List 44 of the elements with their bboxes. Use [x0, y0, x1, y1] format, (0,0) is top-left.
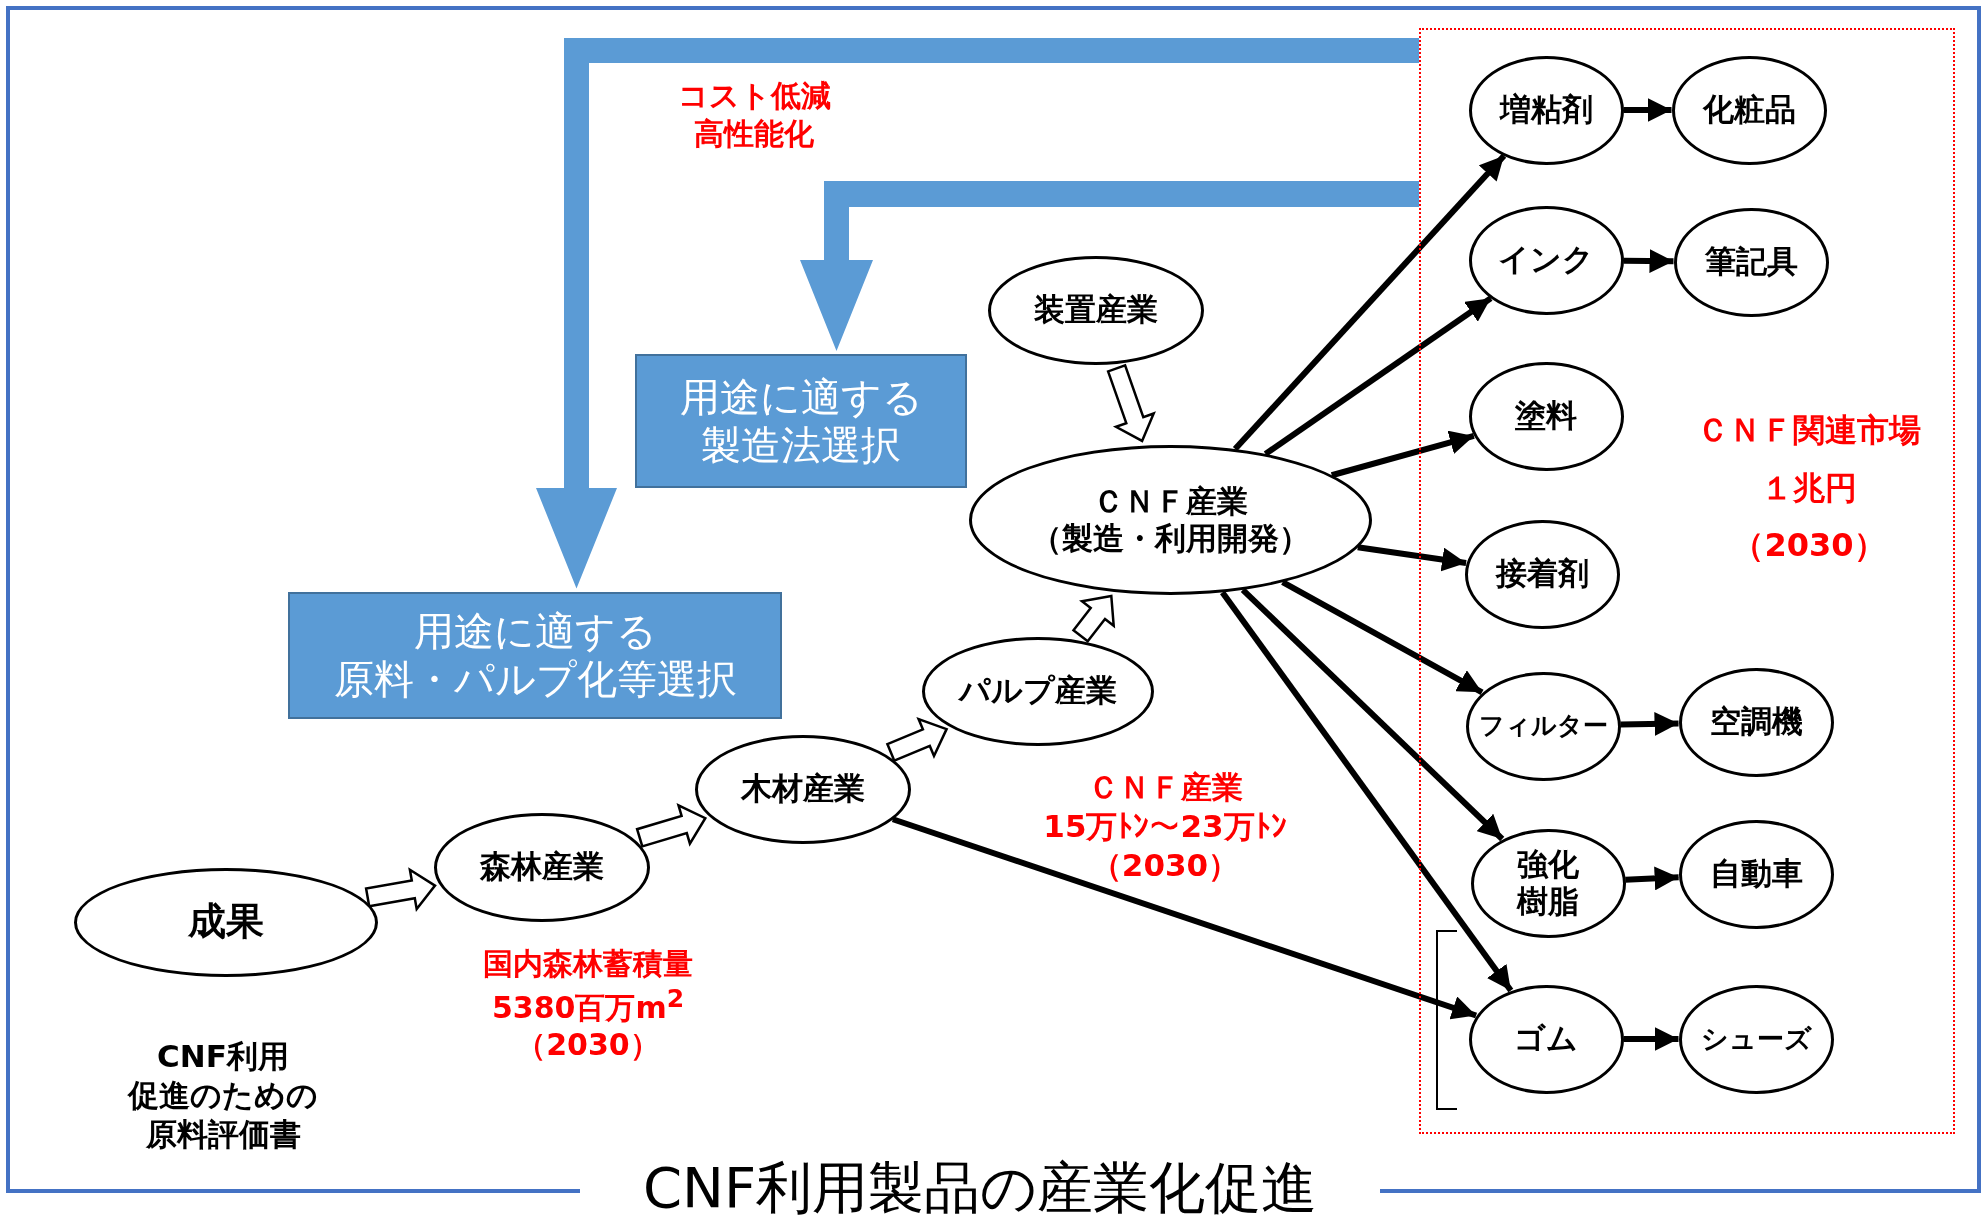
industry-ellipse: ＣＮＦ産業（製造・利用開発） [968, 445, 1372, 595]
arrow [1623, 249, 1674, 273]
arrow [1240, 587, 1505, 842]
industry-ellipse: ゴム [1468, 984, 1624, 1094]
industry-ellipse: 筆記具 [1673, 207, 1829, 317]
block-arrow [1071, 594, 1116, 644]
block-arrow [364, 867, 437, 913]
market-size-text: ＣＮＦ関連市場１兆円（2030） [1697, 409, 1921, 566]
arrow [891, 816, 1478, 1020]
industry-ellipse: フィルター [1465, 671, 1621, 781]
industry-ellipse: 接着剤 [1464, 519, 1620, 629]
arrow [1620, 711, 1679, 736]
industry-ellipse: 木材産業 [695, 734, 911, 844]
annotation-text: ＣＮＦ産業15万ﾄﾝ～23万ﾄﾝ（2030） [1043, 767, 1287, 885]
arrow [1330, 430, 1475, 479]
arrow [1623, 98, 1672, 122]
annotation-text: CNF利用促進のための原料評価書 [128, 1036, 318, 1154]
industry-ellipse: 化粧品 [1671, 55, 1827, 165]
annotation-text: 国内森林蓄積量5380百万m$^{2}$（2030） [483, 944, 693, 1064]
market-region [1419, 28, 1955, 1134]
industry-ellipse: 塗料 [1468, 361, 1624, 471]
industry-ellipse: 森林産業 [434, 812, 650, 922]
block-arrow [885, 716, 949, 763]
industry-ellipse: シューズ [1678, 984, 1834, 1094]
arrow [1357, 544, 1467, 572]
industry-ellipse: 空調機 [1678, 667, 1834, 777]
industry-ellipse: 自動車 [1678, 819, 1834, 929]
industry-ellipse: 装置産業 [988, 255, 1204, 365]
annotation-text: コスト低減高性能化 [677, 76, 831, 152]
arrow [1281, 579, 1484, 695]
industry-ellipse: 増粘剤 [1468, 55, 1624, 165]
block-arrow [1106, 363, 1156, 443]
industry-ellipse: パルプ産業 [922, 636, 1154, 746]
arrow [1623, 1027, 1679, 1051]
block-arrow [635, 802, 708, 848]
arrow [1232, 153, 1507, 452]
arrow [1625, 866, 1679, 891]
flow-arrow [800, 181, 1419, 351]
industry-ellipse: 強化樹脂 [1470, 828, 1626, 938]
process-box: 用途に適する製造法選択 [635, 354, 967, 488]
flow-arrow [536, 38, 1419, 589]
process-box: 用途に適する原料・パルプ化等選択 [288, 591, 782, 719]
industry-ellipse: インク [1468, 205, 1624, 315]
industry-ellipse: 成果 [74, 867, 378, 977]
